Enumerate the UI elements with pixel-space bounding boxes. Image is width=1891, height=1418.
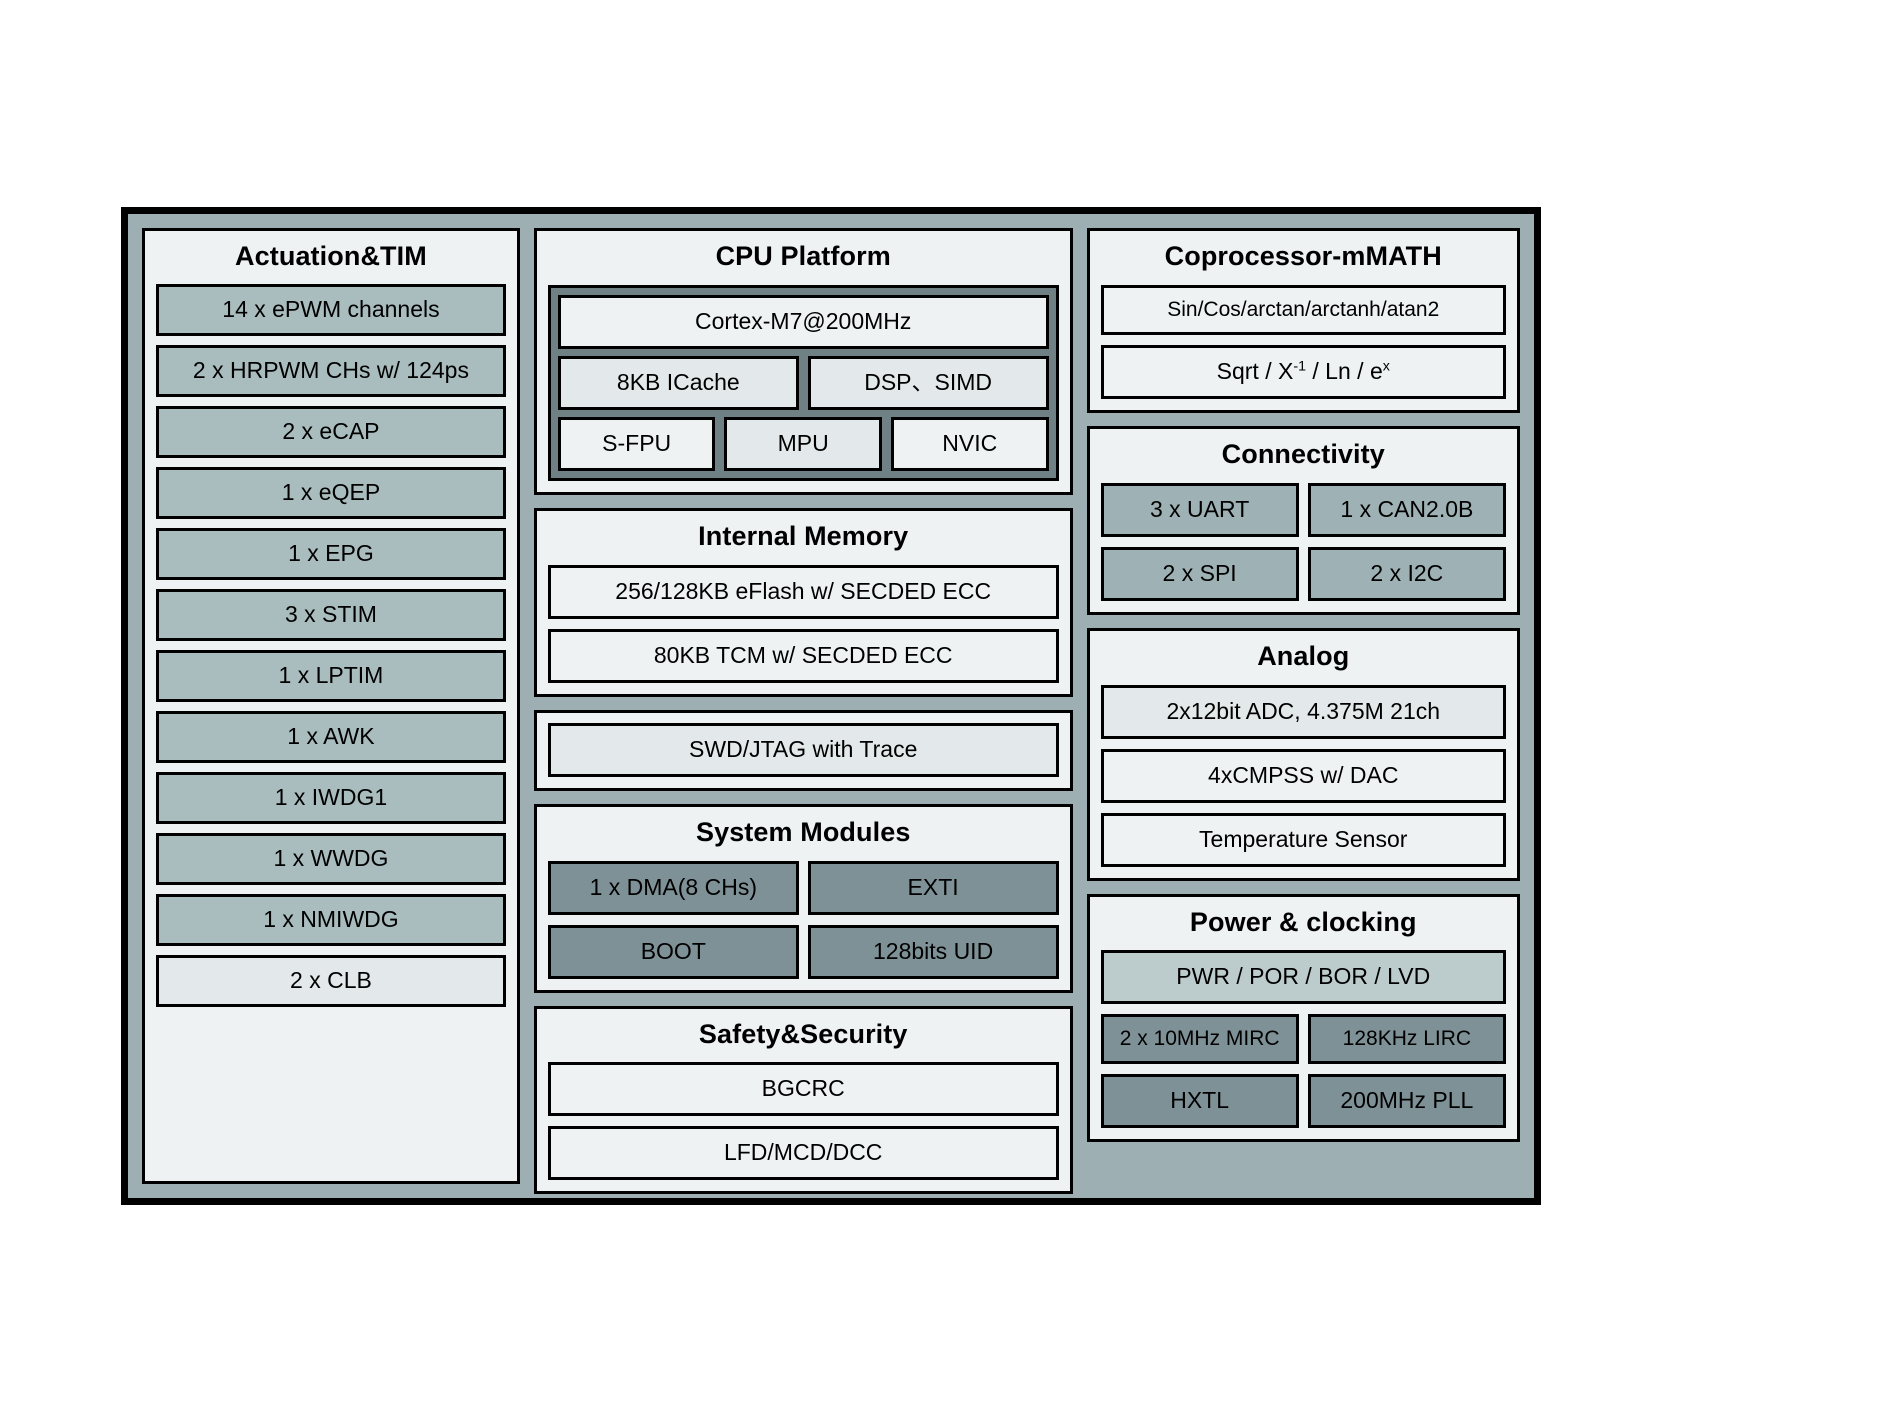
item-iwdg1[interactable]: 1 x IWDG1 bbox=[156, 771, 506, 824]
system-modules-row-a: 1 x DMA(8 CHs) EXTI bbox=[547, 860, 1059, 915]
connectivity-row-b: 2 x SPI 2 x I2C bbox=[1100, 546, 1506, 601]
item-ecap[interactable]: 2 x eCAP bbox=[156, 405, 506, 458]
item-pwr-por-bor-lvd[interactable]: PWR / POR / BOR / LVD bbox=[1100, 950, 1506, 1005]
item-bgcrc[interactable]: BGCRC bbox=[547, 1062, 1059, 1117]
panel-internal-memory: Internal Memory 256/128KB eFlash w/ SECD… bbox=[533, 507, 1073, 697]
panel-cpu-platform: CPU Platform Cortex-M7@200MHz 8KB ICache… bbox=[533, 228, 1073, 495]
item-epwm-channels[interactable]: 14 x ePWM channels bbox=[156, 283, 506, 336]
item-nvic[interactable]: NVIC bbox=[890, 416, 1049, 471]
math-part-1: Sqrt / X bbox=[1216, 357, 1294, 384]
item-tcm[interactable]: 80KB TCM w/ SECDED ECC bbox=[547, 628, 1059, 683]
right-column: Coprocessor-mMATH Sin/Cos/arctan/arctanh… bbox=[1086, 228, 1520, 1184]
item-math-functions[interactable]: Sqrt / X-1 / Ln / ex bbox=[1100, 344, 1506, 399]
item-hrpwm-chs[interactable]: 2 x HRPWM CHs w/ 124ps bbox=[156, 344, 506, 397]
panel-title-analog: Analog bbox=[1257, 640, 1350, 671]
panel-debug: SWD/JTAG with Trace bbox=[533, 709, 1073, 791]
panel-connectivity: Connectivity 3 x UART 1 x CAN2.0B 2 x SP… bbox=[1086, 425, 1520, 615]
item-dma[interactable]: 1 x DMA(8 CHs) bbox=[547, 860, 799, 915]
item-s-fpu[interactable]: S-FPU bbox=[557, 416, 716, 471]
item-boot[interactable]: BOOT bbox=[547, 924, 799, 979]
middle-column: CPU Platform Cortex-M7@200MHz 8KB ICache… bbox=[533, 228, 1073, 1195]
panel-title-cpu-platform: CPU Platform bbox=[715, 241, 891, 271]
item-cortex-m7[interactable]: Cortex-M7@200MHz bbox=[557, 294, 1049, 349]
item-lirc[interactable]: 128KHz LIRC bbox=[1307, 1014, 1506, 1065]
cpu-core-block: Cortex-M7@200MHz 8KB ICache DSP、SIMD S-F… bbox=[547, 284, 1059, 481]
item-awk[interactable]: 1 x AWK bbox=[156, 710, 506, 763]
power-row-a: 2 x 10MHz MIRC 128KHz LIRC bbox=[1100, 1014, 1506, 1065]
power-row-b: HXTL 200MHz PLL bbox=[1100, 1074, 1506, 1129]
panel-coprocessor-mmath: Coprocessor-mMATH Sin/Cos/arctan/arctanh… bbox=[1086, 228, 1520, 413]
item-icache[interactable]: 8KB ICache bbox=[557, 355, 799, 410]
left-column: Actuation&TIM 14 x ePWM channels 2 x HRP… bbox=[142, 228, 520, 1184]
panel-safety-security: Safety&Security BGCRC LFD/MCD/DCC bbox=[533, 1005, 1073, 1195]
item-i2c[interactable]: 2 x I2C bbox=[1307, 546, 1506, 601]
system-modules-row-b: BOOT 128bits UID bbox=[547, 924, 1059, 979]
item-spi[interactable]: 2 x SPI bbox=[1100, 546, 1299, 601]
panel-title-actuation-tim: Actuation&TIM bbox=[235, 241, 427, 271]
item-wwdg[interactable]: 1 x WWDG bbox=[156, 832, 506, 885]
math-part-2: / Ln / e bbox=[1306, 357, 1383, 384]
connectivity-row-a: 3 x UART 1 x CAN2.0B bbox=[1100, 482, 1506, 537]
item-eqep[interactable]: 1 x eQEP bbox=[156, 466, 506, 519]
panel-actuation-tim: Actuation&TIM 14 x ePWM channels 2 x HRP… bbox=[142, 228, 520, 1184]
item-pll[interactable]: 200MHz PLL bbox=[1307, 1074, 1506, 1129]
item-eflash[interactable]: 256/128KB eFlash w/ SECDED ECC bbox=[547, 564, 1059, 619]
item-swd-jtag[interactable]: SWD/JTAG with Trace bbox=[547, 722, 1059, 777]
item-uid[interactable]: 128bits UID bbox=[807, 924, 1059, 979]
item-cmpss-dac[interactable]: 4xCMPSS w/ DAC bbox=[1100, 748, 1506, 803]
panel-title-safety-security: Safety&Security bbox=[698, 1018, 908, 1049]
math-sup-1: -1 bbox=[1293, 358, 1307, 375]
item-hxtl[interactable]: HXTL bbox=[1100, 1074, 1299, 1129]
panel-power-clocking: Power & clocking PWR / POR / BOR / LVD 2… bbox=[1086, 893, 1520, 1143]
cpu-row-fpu-mpu-nvic: S-FPU MPU NVIC bbox=[557, 416, 1049, 471]
item-epg[interactable]: 1 x EPG bbox=[156, 527, 506, 580]
item-lfd-mcd-dcc[interactable]: LFD/MCD/DCC bbox=[547, 1126, 1059, 1181]
item-exti[interactable]: EXTI bbox=[807, 860, 1059, 915]
panel-title-connectivity: Connectivity bbox=[1221, 438, 1385, 469]
math-sup-2: x bbox=[1382, 358, 1390, 375]
panel-title-coprocessor-mmath: Coprocessor-mMATH bbox=[1164, 241, 1442, 271]
panel-system-modules: System Modules 1 x DMA(8 CHs) EXTI BOOT … bbox=[533, 803, 1073, 993]
item-trig-functions[interactable]: Sin/Cos/arctan/arctanh/atan2 bbox=[1100, 284, 1506, 335]
panel-title-internal-memory: Internal Memory bbox=[698, 520, 909, 551]
item-adc[interactable]: 2x12bit ADC, 4.375M 21ch bbox=[1100, 684, 1506, 739]
item-uart[interactable]: 3 x UART bbox=[1100, 482, 1299, 537]
panel-title-system-modules: System Modules bbox=[695, 816, 911, 847]
cpu-row-cache-dsp: 8KB ICache DSP、SIMD bbox=[557, 355, 1049, 410]
panel-title-power-clocking: Power & clocking bbox=[1189, 906, 1417, 937]
panel-analog: Analog 2x12bit ADC, 4.375M 21ch 4xCMPSS … bbox=[1086, 627, 1520, 881]
item-mpu[interactable]: MPU bbox=[724, 416, 882, 471]
item-lptim[interactable]: 1 x LPTIM bbox=[156, 649, 506, 702]
item-temperature-sensor[interactable]: Temperature Sensor bbox=[1100, 812, 1506, 867]
item-stim[interactable]: 3 x STIM bbox=[156, 588, 506, 641]
item-dsp-simd[interactable]: DSP、SIMD bbox=[807, 355, 1049, 410]
chip-frame: Actuation&TIM 14 x ePWM channels 2 x HRP… bbox=[121, 207, 1541, 1205]
item-nmiwdg[interactable]: 1 x NMIWDG bbox=[156, 893, 506, 946]
item-mirc[interactable]: 2 x 10MHz MIRC bbox=[1100, 1014, 1299, 1065]
item-clb[interactable]: 2 x CLB bbox=[156, 954, 506, 1007]
item-can[interactable]: 1 x CAN2.0B bbox=[1307, 482, 1506, 537]
